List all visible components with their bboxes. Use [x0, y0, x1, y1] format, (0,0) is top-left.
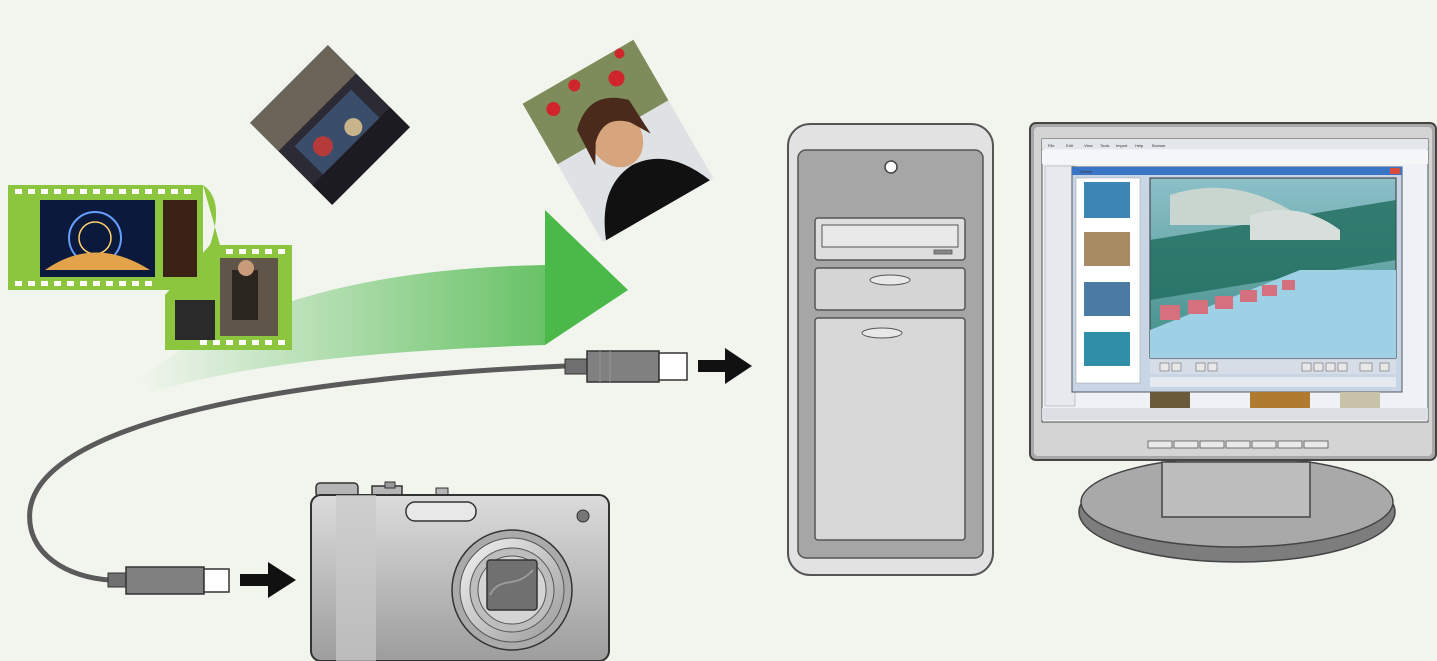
monitor-icon: File Edit View Tools Import Help Browse …	[1030, 123, 1436, 562]
menu-item: File	[1048, 143, 1055, 148]
menu-item: Import	[1116, 143, 1128, 148]
menu-item: Help	[1135, 143, 1144, 148]
tower-pc-icon	[788, 124, 993, 575]
menu-item: View	[1084, 143, 1093, 148]
camera-icon	[311, 482, 609, 661]
menu-item: Tools	[1100, 143, 1109, 148]
photo-icon	[250, 45, 410, 205]
photo-icon	[523, 40, 714, 243]
arrow-right-icon	[698, 348, 752, 384]
menu-item: Edit	[1066, 143, 1074, 148]
arrow-right-icon	[240, 562, 296, 598]
film-strip-icon	[8, 185, 292, 350]
menu-item: Browse	[1152, 143, 1166, 148]
window-title: Viewer	[1080, 169, 1093, 174]
